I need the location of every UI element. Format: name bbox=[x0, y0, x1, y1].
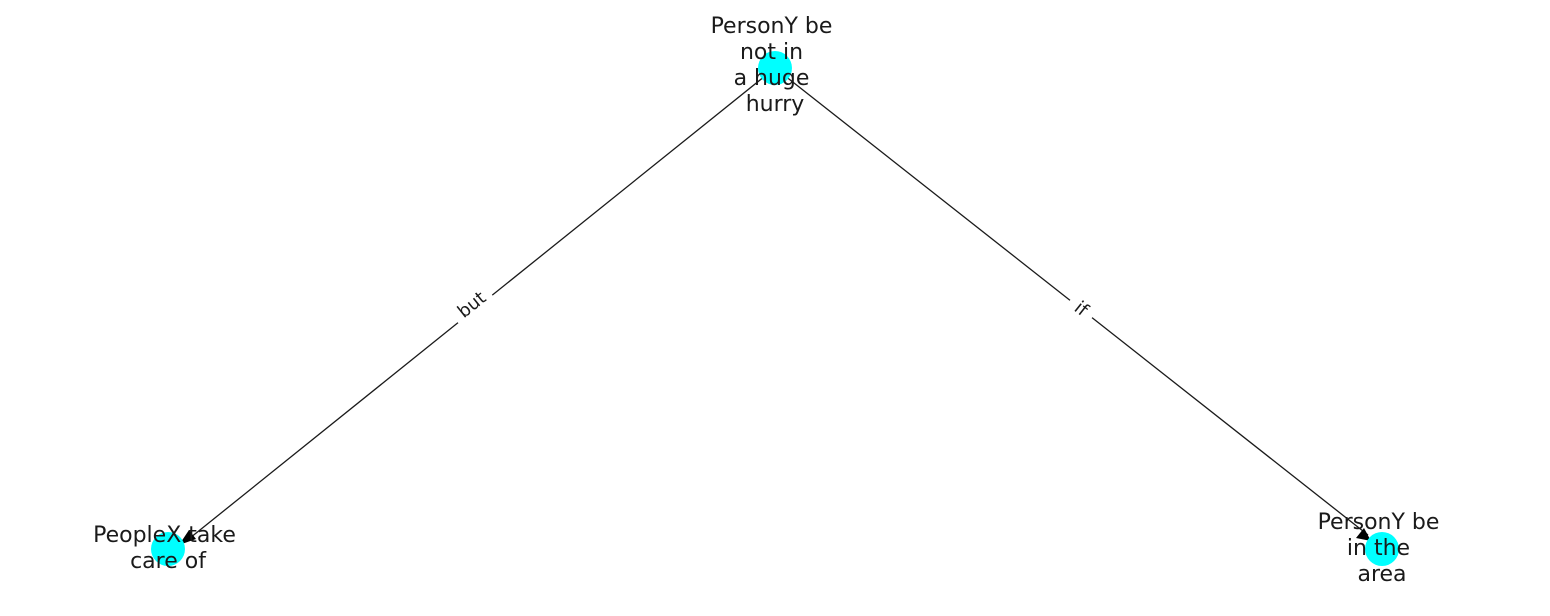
node-label-line: PeopleX take bbox=[93, 523, 236, 548]
node-label-line: area bbox=[1357, 562, 1406, 587]
edge-but-arrowhead bbox=[179, 530, 196, 545]
node-persony-not-in-hurry-label: PersonY be not in a huge hurry bbox=[711, 14, 840, 117]
node-label-line: a huge bbox=[734, 66, 810, 91]
node-label-line: PersonY be bbox=[1318, 510, 1440, 535]
edge-if: if bbox=[774, 67, 1371, 541]
node-label-line: not in bbox=[740, 40, 803, 65]
edge-but-label-background bbox=[446, 281, 498, 329]
node-persony-in-the-area: PersonY be in the area bbox=[1318, 510, 1447, 587]
node-peoplex-take-care-of-label: PeopleX take care of bbox=[93, 523, 243, 574]
edge-but: but bbox=[179, 67, 776, 545]
node-label-line: PersonY be bbox=[711, 14, 833, 39]
node-label-line: hurry bbox=[746, 92, 805, 117]
node-persony-not-in-hurry: PersonY be not in a huge hurry bbox=[711, 14, 840, 117]
edge-but-label-group: but bbox=[446, 281, 498, 329]
edge-if-label-group: if bbox=[1061, 290, 1101, 328]
node-peoplex-take-care-of-marker bbox=[151, 532, 185, 566]
node-persony-in-the-area-marker bbox=[1365, 532, 1399, 566]
node-label-line: in the bbox=[1347, 536, 1410, 561]
edge-if-label-background bbox=[1061, 290, 1101, 328]
edges-layer: but if bbox=[179, 67, 1371, 545]
node-persony-in-the-area-label: PersonY be in the area bbox=[1318, 510, 1447, 587]
edge-if-arrowhead bbox=[1356, 528, 1371, 541]
node-label-line: care of bbox=[130, 549, 207, 574]
nodes-layer: PersonY be not in a huge hurry PeopleX t… bbox=[93, 14, 1447, 587]
node-persony-not-in-hurry-marker bbox=[758, 51, 792, 85]
node-peoplex-take-care-of: PeopleX take care of bbox=[93, 523, 243, 574]
